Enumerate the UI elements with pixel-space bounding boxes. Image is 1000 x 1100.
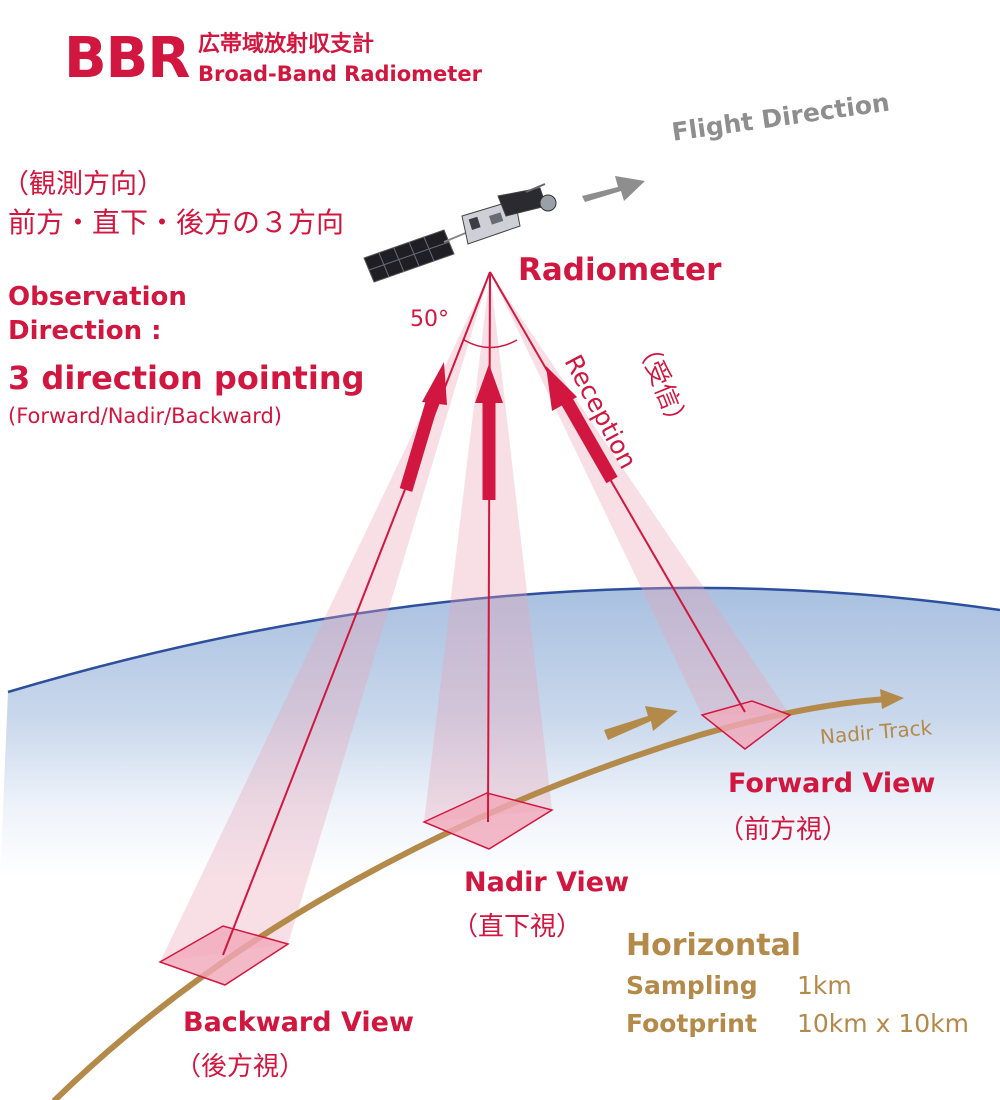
bbr-logo: BBR (64, 26, 190, 91)
angle-label: 50° (410, 307, 449, 332)
flight-direction-arrow (582, 176, 645, 202)
specs-heading: Horizontal (626, 928, 802, 963)
sampling-value: 1km (797, 971, 852, 1000)
nadir-reception-arrow (475, 364, 503, 500)
forward-reception-arrow (546, 366, 618, 484)
forward-footprint (700, 700, 792, 750)
observation-ja-line2: 前方・直下・後方の３方向 (8, 206, 345, 239)
observation-en-line2: Direction : (8, 316, 162, 346)
satellite-icon (363, 183, 557, 283)
backward-beam-cone (160, 272, 490, 962)
footprint-value: 10km x 10km (797, 1009, 969, 1038)
observation-sub: (Forward/Nadir/Backward) (8, 404, 282, 428)
footprint-label: Footprint (626, 1009, 757, 1038)
backward-reception-arrow (399, 362, 447, 492)
earth-surface (0, 587, 1000, 880)
forward-view-label-ja: （前方視） (718, 815, 849, 845)
forward-view-label: Forward View (728, 768, 936, 799)
backward-view-label: Backward View (183, 1007, 414, 1038)
radiometer-label: Radiometer (518, 252, 722, 288)
forward-beam-line (489, 271, 746, 713)
header-title-ja: 広帯域放射収支計 (198, 32, 375, 57)
backward-view-label-ja: （後方視） (175, 1052, 306, 1082)
earth-limb (7, 586, 1000, 694)
observation-en-line1: Observation (8, 282, 187, 312)
nadir-track-arrowhead (880, 689, 904, 709)
observation-ja-line1: （観測方向） (2, 169, 164, 200)
angle-arc (463, 339, 518, 349)
header-title-en: Broad-Band Radiometer (198, 62, 482, 86)
backward-footprint (158, 925, 290, 986)
track-motion-arrow (604, 706, 678, 740)
observation-pointing: 3 direction pointing (8, 359, 365, 397)
nadir-beam-line (487, 271, 491, 823)
forward-beam-cone (490, 272, 790, 715)
nadir-view-label: Nadir View (464, 867, 630, 898)
nadir-view-label-ja: （直下視） (452, 912, 583, 942)
sampling-label: Sampling (626, 971, 758, 1000)
